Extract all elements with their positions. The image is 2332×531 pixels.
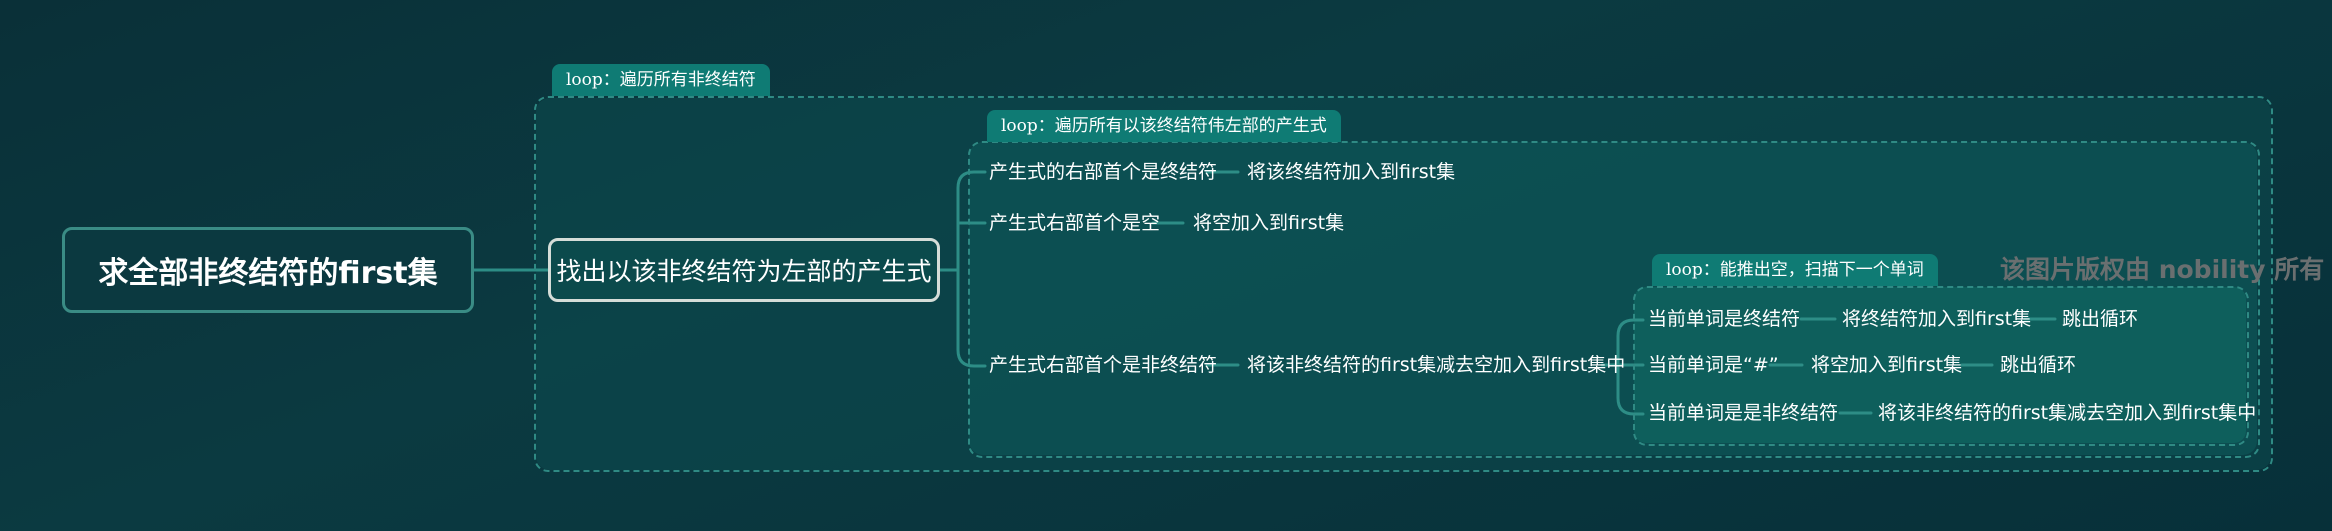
- inner-nonterminal-condition[interactable]: 当前单词是是非终结符: [1648, 402, 1839, 424]
- case-nonterminal-action[interactable]: 将该非终结符的first集减去空加入到first集中: [1247, 354, 1626, 376]
- case-terminal-action[interactable]: 将该终结符加入到first集: [1247, 161, 1456, 183]
- root-node[interactable]: 求全部非终结符的first集: [62, 227, 474, 313]
- inner-loop-frame: [1633, 286, 2249, 446]
- inner-terminal-action[interactable]: 将终结符加入到first集: [1842, 308, 2032, 330]
- inner-terminal-result[interactable]: 跳出循环: [2062, 308, 2139, 330]
- middle-loop-frame: [968, 141, 2260, 458]
- case-nonterminal-condition[interactable]: 产生式右部首个是非终结符: [989, 354, 1218, 376]
- inner-nonterminal-action[interactable]: 将该非终结符的first集减去空加入到first集中: [1878, 402, 2257, 424]
- outer-loop-label: loop：遍历所有非终结符: [552, 64, 770, 96]
- inner-hash-result[interactable]: 跳出循环: [2000, 354, 2077, 376]
- level1-node[interactable]: 找出以该非终结符为左部的产生式: [548, 238, 940, 302]
- outer-loop-frame: [534, 96, 2273, 472]
- inner-hash-action[interactable]: 将空加入到first集: [1811, 354, 1963, 376]
- inner-terminal-condition[interactable]: 当前单词是终结符: [1648, 308, 1801, 330]
- inner-hash-condition[interactable]: 当前单词是“#”: [1648, 354, 1779, 376]
- inner-loop-label: loop：能推出空，扫描下一个单词: [1652, 254, 1938, 286]
- case-terminal-condition[interactable]: 产生式的右部首个是终结符: [989, 161, 1218, 183]
- middle-loop-label: loop：遍历所有以该终结符伟左部的产生式: [987, 110, 1341, 142]
- watermark: 该图片版权由 nobility 所有: [2000, 255, 2325, 284]
- case-empty-action[interactable]: 将空加入到first集: [1193, 212, 1345, 234]
- inner-loop-fill: [1634, 287, 2246, 443]
- case-empty-condition[interactable]: 产生式右部首个是空: [989, 212, 1161, 234]
